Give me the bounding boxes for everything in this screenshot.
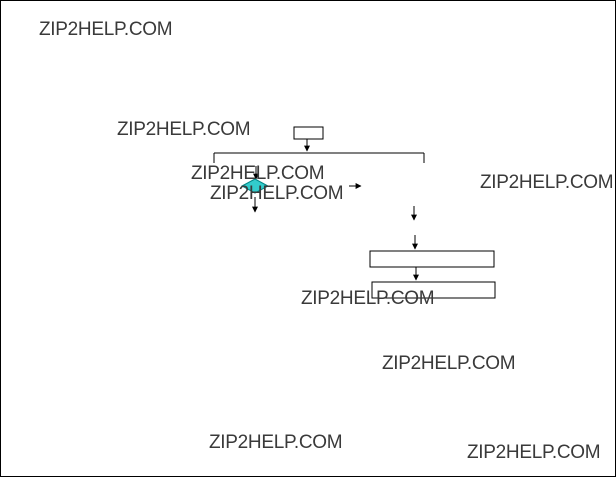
watermark-1: ZIP2HELP.COM (39, 19, 173, 40)
decision-diamond (240, 178, 270, 194)
watermark-4: ZIP2HELP.COM (210, 183, 344, 204)
right-process-box-2 (371, 281, 496, 299)
watermark-7: ZIP2HELP.COM (382, 353, 516, 374)
watermark-3: ZIP2HELP.COM (191, 163, 325, 184)
watermark-8: ZIP2HELP.COM (209, 432, 343, 453)
watermark-5: ZIP2HELP.COM (480, 172, 614, 193)
top-process-box (293, 126, 324, 140)
watermark-2: ZIP2HELP.COM (117, 119, 251, 140)
right-process-box-1 (369, 250, 495, 268)
watermark-9: ZIP2HELP.COM (467, 442, 601, 463)
watermark-6: ZIP2HELP.COM (301, 288, 435, 309)
